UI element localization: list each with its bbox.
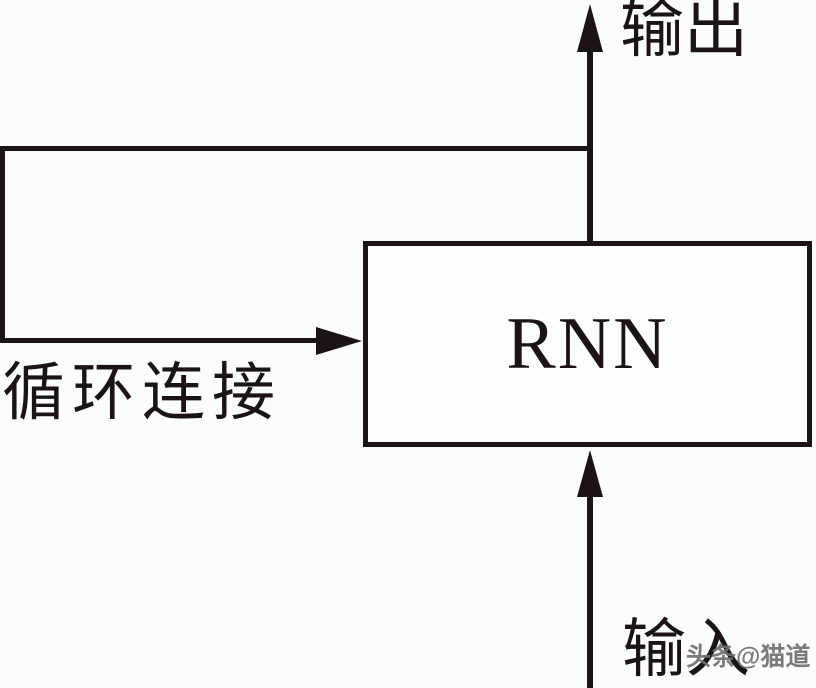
input-line <box>587 495 593 688</box>
input-arrowhead-icon <box>577 450 603 497</box>
recurrent-connection-label: 循环连接 <box>2 358 282 428</box>
loop-arrowhead-icon <box>316 327 362 355</box>
loop-left-line <box>0 146 5 343</box>
output-label: 输出 <box>620 0 748 65</box>
output-line <box>587 49 593 244</box>
loop-top-line <box>0 146 590 151</box>
output-arrowhead-icon <box>577 4 603 52</box>
loop-bottom-line <box>0 338 318 343</box>
watermark: 头条@猫道 <box>686 643 811 671</box>
rnn-node-label: RNN <box>506 303 669 385</box>
rnn-node: RNN <box>363 241 812 447</box>
input-label: 输入 <box>622 614 750 685</box>
